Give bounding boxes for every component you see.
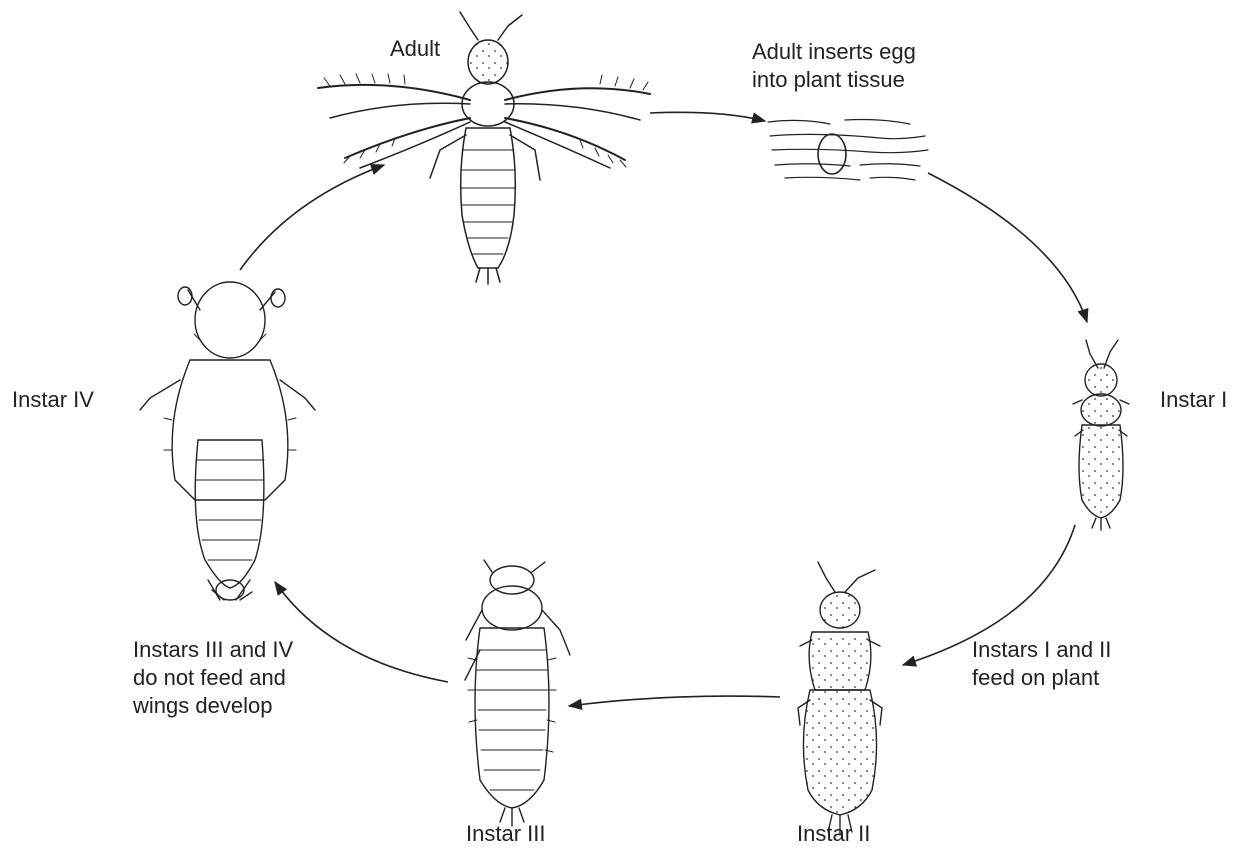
instar-3-illustration <box>465 560 570 826</box>
instar-1-illustration <box>1073 340 1129 530</box>
arrow-egg-to-instar1 <box>928 173 1087 322</box>
stage-label-instar-1: Instar I <box>1160 386 1227 414</box>
arrow-instar4-to-adult <box>240 165 384 270</box>
note-non-feeding: Instars III and IV do not feed and wings… <box>133 636 293 720</box>
adult-thrips-illustration <box>318 12 650 284</box>
arrow-instar2-to-instar3 <box>569 696 780 706</box>
stage-label-instar-4: Instar IV <box>12 386 94 414</box>
cycle-arrows <box>240 112 1087 706</box>
stage-label-instar-2: Instar II <box>797 820 870 848</box>
egg-in-plant-tissue-illustration <box>768 120 928 181</box>
stage-label-adult: Adult <box>390 35 440 63</box>
arrow-adult-to-egg <box>650 112 765 121</box>
stage-label-instar-3: Instar III <box>466 820 545 848</box>
instar-4-illustration <box>140 282 315 600</box>
stage-label-egg: Adult inserts egg into plant tissue <box>752 38 916 94</box>
arrow-instar3-to-instar4 <box>275 582 448 682</box>
instar-2-illustration <box>798 562 882 835</box>
note-feeding: Instars I and II feed on plant <box>972 636 1111 692</box>
